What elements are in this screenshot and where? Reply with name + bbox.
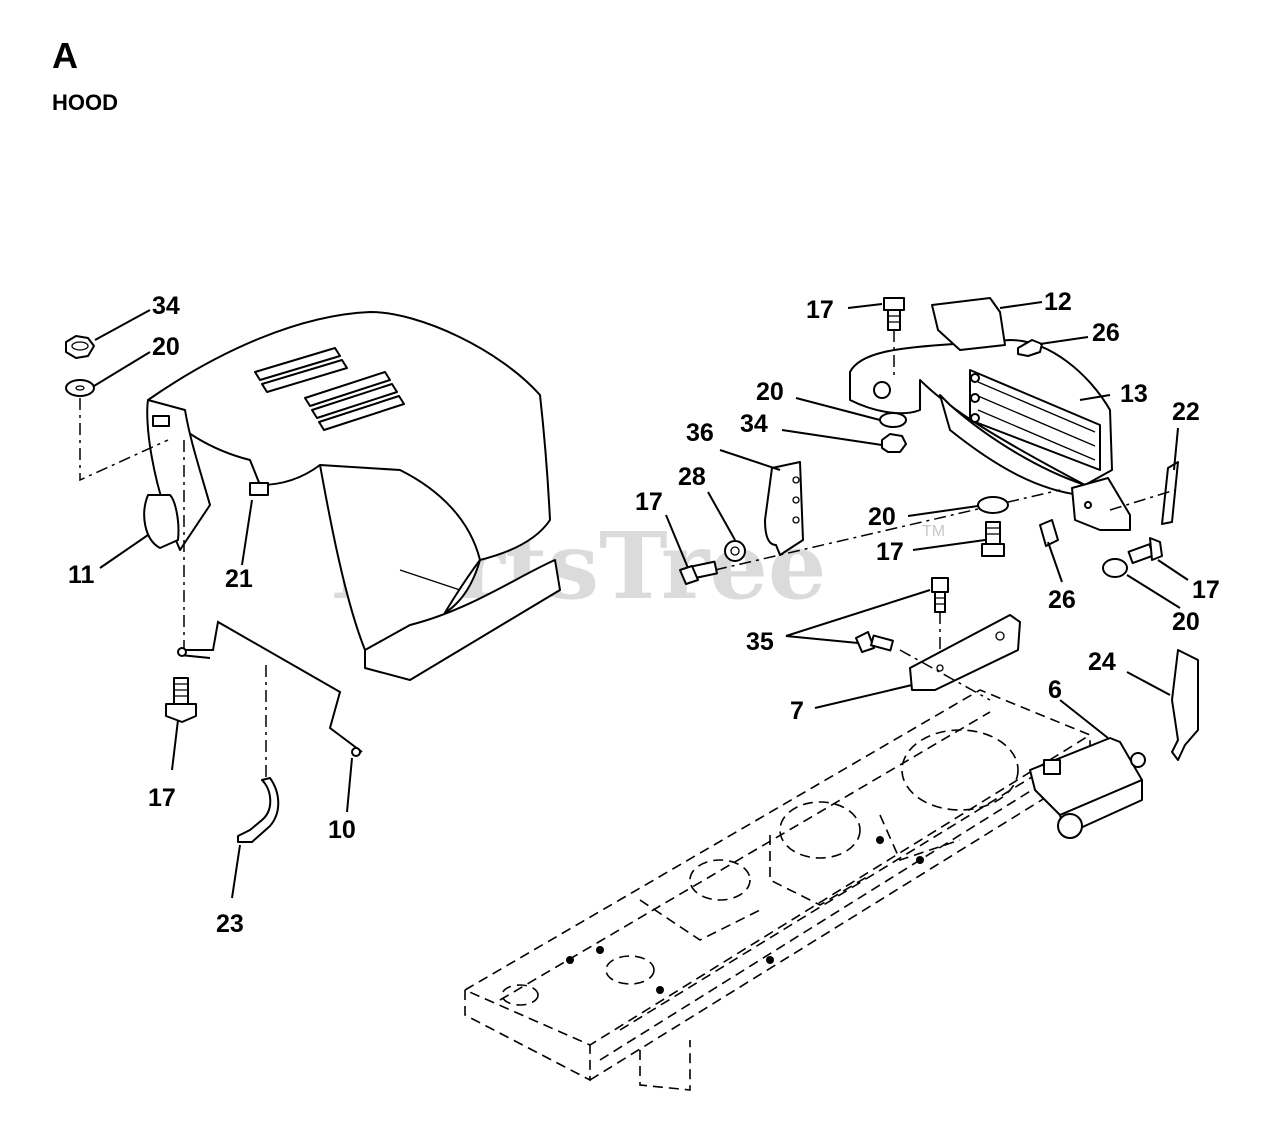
label-17-right: 17 [1192,576,1220,604]
part-17-bolt-left [165,677,197,723]
leader-lines [93,301,1189,899]
part-23-bracket [237,777,280,843]
part-11-hood-bumper [143,494,180,549]
part-17-bolt-center [981,521,1005,557]
label-34-left: 34 [152,292,180,320]
left-fasteners [65,335,267,790]
label-17-top: 17 [806,296,834,324]
section-letter: A [52,35,78,76]
part-10-hood-rod [178,620,363,753]
part-17-bolt-mid [679,560,718,585]
label-26-top: 26 [1092,319,1120,347]
part-35-bolts [855,577,949,653]
label-20-center: 20 [868,503,896,531]
part-36-bracket [764,461,804,556]
label-36: 36 [686,419,714,447]
label-20-right: 20 [1172,608,1200,636]
part-6-pivot-bracket [1029,737,1146,839]
label-7: 7 [790,697,804,725]
part-34-nut-mid [881,433,907,453]
part-12-plate [931,297,1006,351]
part-24-bracket [1171,649,1199,761]
label-34-mid: 34 [740,410,768,438]
part-26-clip-bottom [1039,519,1059,547]
label-10: 10 [328,816,356,844]
label-26-bottom: 26 [1048,586,1076,614]
label-20-left: 20 [152,333,180,361]
part-17-bolt-top [883,297,905,331]
part-26-clip-top [1017,339,1043,357]
label-17-center: 17 [876,538,904,566]
part-34-nut-left [65,335,95,359]
diagram-header: A HOOD [52,38,118,114]
label-23: 23 [216,910,244,938]
label-12: 12 [1044,288,1072,316]
callout-labels: 34 20 11 21 17 10 23 17 12 26 13 20 34 3… [68,288,1220,938]
label-11: 11 [68,561,95,589]
part-20-washer-left [65,379,95,397]
label-35: 35 [746,628,774,656]
watermark-trademark: TM [922,523,945,540]
section-title: HOOD [52,90,118,115]
label-20-mid: 20 [756,378,784,406]
part-20-washer-center [977,496,1009,514]
chassis-frame [463,689,1092,1091]
part-7-bracket [909,614,1021,691]
part-20-washer-mid [879,412,907,428]
label-17-left: 17 [148,784,176,812]
label-21: 21 [225,565,253,593]
part-17-bolt-right [1127,537,1163,565]
label-17-mid: 17 [635,488,663,516]
label-13: 13 [1120,380,1148,408]
part-28-star-washer [724,540,746,562]
label-22: 22 [1172,398,1200,426]
hood-assembly [143,311,561,681]
label-24: 24 [1088,648,1116,676]
label-28: 28 [678,463,706,491]
part-13-grille [849,339,1131,531]
label-6: 6 [1048,676,1062,704]
part-20-washer-right [1102,558,1128,578]
